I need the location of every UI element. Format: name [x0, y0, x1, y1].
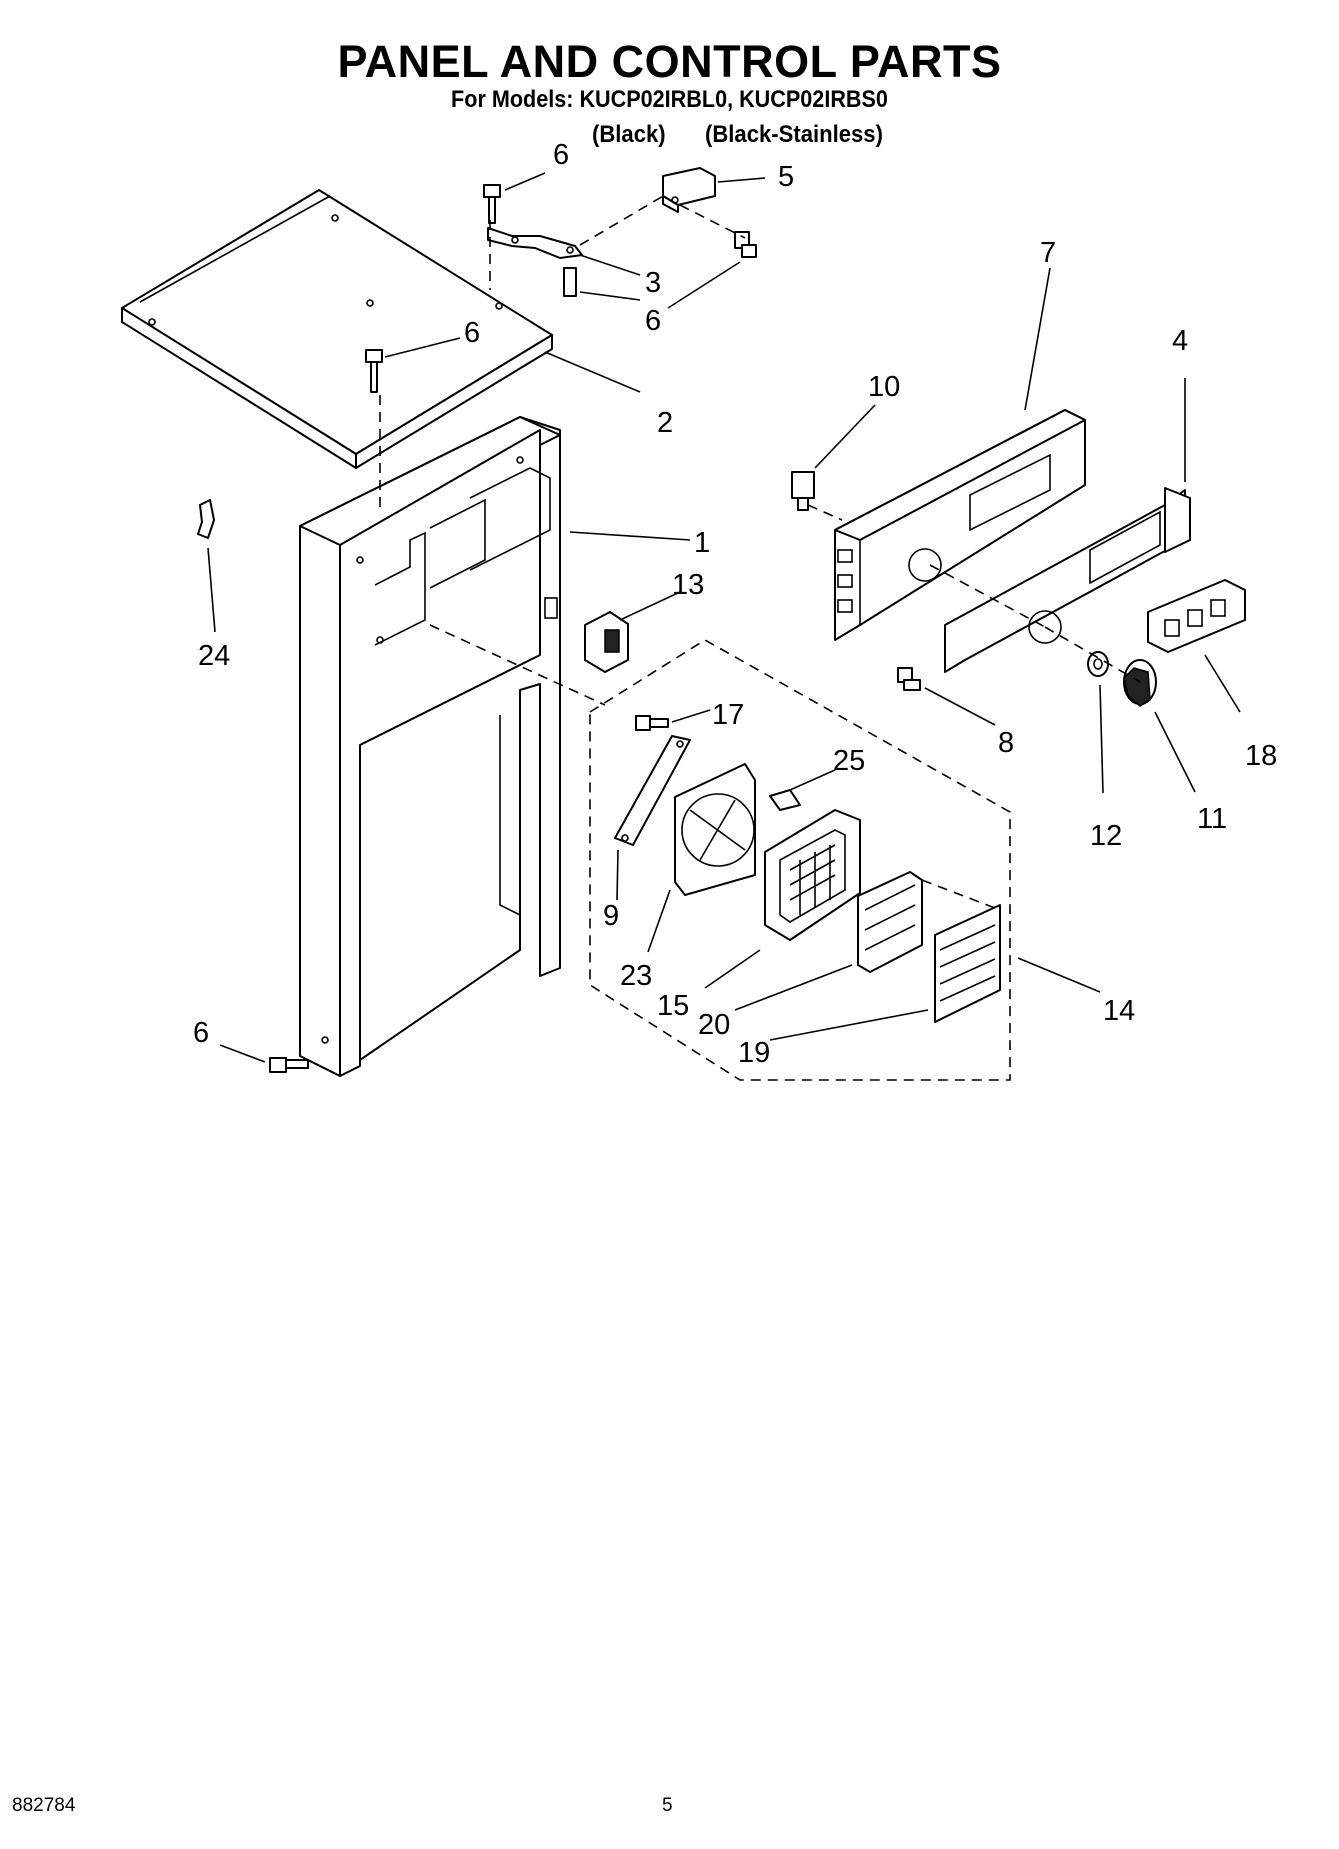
callout-3: 3 [645, 267, 661, 299]
callout-23: 23 [620, 960, 652, 992]
callout-5: 5 [778, 161, 794, 193]
callout-7: 7 [1040, 237, 1056, 269]
screw-top-left [483, 184, 501, 224]
align-line-6 [807, 504, 843, 521]
screw-part-8 [897, 667, 921, 691]
callout-15: 15 [657, 990, 689, 1022]
block-part-5 [662, 167, 716, 213]
filter-part-20 [857, 871, 923, 973]
screw-bottom-left [269, 1057, 309, 1073]
nut-part-12 [1087, 651, 1109, 677]
variant-stainless-label: (Black-Stainless) [705, 121, 883, 148]
callout-13: 13 [672, 569, 704, 601]
callout-20: 20 [698, 1009, 730, 1041]
fan-assembly-boundary [589, 639, 1011, 1081]
knob-part-11 [1123, 659, 1157, 707]
callout-18: 18 [1245, 740, 1277, 772]
align-line-5 [929, 564, 1046, 628]
page-number: 5 [662, 1795, 673, 1816]
button-pad-part-18 [1147, 579, 1246, 653]
clip-part-25 [769, 789, 801, 811]
callout-17: 17 [712, 699, 744, 731]
screw-under-bracket [563, 267, 577, 297]
grille-frame-part-15 [764, 809, 861, 941]
model-numbers: For Models: KUCP02IRBL0, KUCP02IRBS0 [451, 86, 888, 113]
callout-4: 4 [1172, 325, 1188, 357]
callout-24: 24 [198, 640, 230, 672]
fan-bracket-part-9 [614, 735, 691, 846]
screw-part-17 [635, 715, 669, 731]
screw-top-panel [365, 349, 383, 393]
callout-6-right: 6 [645, 305, 661, 337]
switch-part-10 [791, 471, 815, 511]
side-frame-part-1 [299, 416, 561, 1077]
align-line-4 [1044, 626, 1141, 683]
callout-2: 2 [657, 407, 673, 439]
callout-6-panel: 6 [464, 317, 480, 349]
align-line-8 [921, 879, 1001, 911]
callout-6-top: 6 [553, 139, 569, 171]
callout-9: 9 [603, 900, 619, 932]
callout-25: 25 [833, 745, 865, 777]
document-number: 882784 [12, 1795, 76, 1816]
control-panel-part-7 [834, 409, 1086, 641]
screw-right-of-bracket [679, 204, 757, 258]
callout-8: 8 [998, 727, 1014, 759]
escutcheon-part-4 [944, 487, 1191, 673]
fan-part-23 [674, 763, 756, 896]
callout-19: 19 [738, 1037, 770, 1069]
bracket-part-3 [487, 191, 671, 259]
leader-lines [207, 172, 1241, 1063]
callout-10: 10 [868, 371, 900, 403]
louver-part-19 [934, 904, 1001, 1023]
variant-black-label: (Black) [592, 121, 666, 148]
rocker-switch-part-13 [584, 611, 629, 673]
clip-part-24 [197, 499, 215, 539]
page-title: PANEL AND CONTROL PARTS [337, 36, 1002, 87]
align-line-7 [429, 624, 606, 706]
callout-11: 11 [1197, 803, 1227, 835]
callout-6-bottom: 6 [193, 1017, 209, 1049]
callout-14: 14 [1103, 995, 1135, 1027]
top-panel-part-2 [121, 189, 553, 469]
callout-12: 12 [1090, 820, 1122, 852]
callout-1: 1 [694, 527, 710, 559]
